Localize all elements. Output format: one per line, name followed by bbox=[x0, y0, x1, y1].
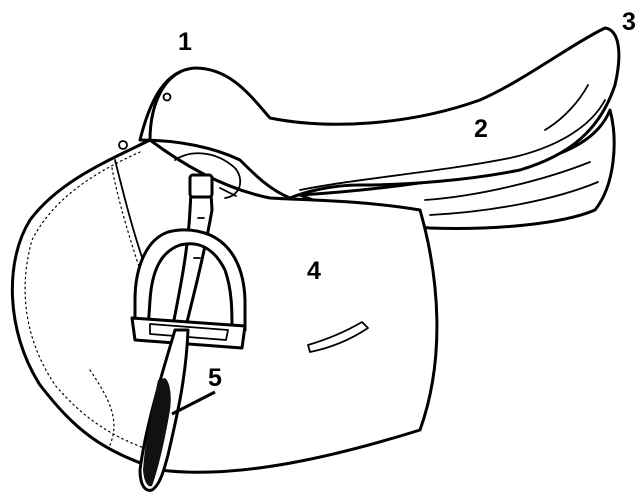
label-pommel: 1 bbox=[178, 28, 192, 56]
pommel-nail bbox=[164, 94, 171, 101]
label-seat: 2 bbox=[474, 115, 488, 143]
leather-buckle bbox=[190, 175, 212, 197]
label-flap: 4 bbox=[307, 257, 321, 285]
d-ring bbox=[119, 141, 127, 149]
label-cantle: 3 bbox=[622, 8, 636, 36]
label-girth-strap: 5 bbox=[208, 364, 222, 392]
